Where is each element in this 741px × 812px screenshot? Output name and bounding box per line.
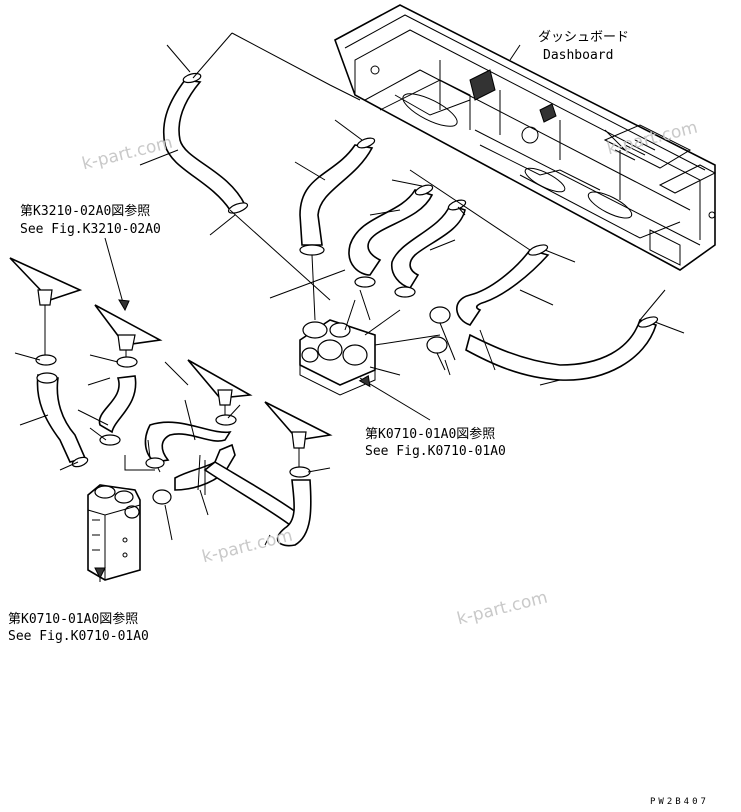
arrowheads bbox=[94, 299, 371, 580]
left-distribution-box bbox=[87, 484, 141, 581]
upper-left-duct bbox=[162, 72, 331, 301]
ref-k0710-left-jp: 第K0710-01A0図参照 bbox=[8, 612, 139, 627]
right-long-duct-b bbox=[409, 169, 666, 381]
drawing-code: PW2B407 bbox=[650, 797, 709, 807]
dashboard-frame bbox=[334, 4, 717, 271]
right-long-duct-a bbox=[456, 244, 550, 326]
center-duct-b bbox=[348, 184, 434, 288]
center-duct-a bbox=[299, 137, 376, 256]
leader-lines bbox=[14, 32, 685, 582]
dashboard-label-en: Dashboard bbox=[543, 48, 614, 63]
ref-k0710-left-en: See Fig.K0710-01A0 bbox=[8, 629, 149, 644]
ref-k0710-right-jp: 第K0710-01A0図参照 bbox=[365, 427, 496, 442]
right-distribution-box bbox=[299, 254, 441, 396]
right-clamps bbox=[426, 306, 456, 371]
left-ducts bbox=[35, 354, 312, 547]
ref-k3210-en: See Fig.K3210-02A0 bbox=[20, 222, 161, 237]
ref-k0710-right-en: See Fig.K0710-01A0 bbox=[365, 444, 506, 459]
dashboard-label-jp: ダッシュボード bbox=[538, 30, 630, 45]
left-outlets bbox=[9, 257, 333, 470]
center-duct-c bbox=[390, 199, 467, 298]
ref-k3210-jp: 第K3210-02A0図参照 bbox=[20, 204, 151, 219]
